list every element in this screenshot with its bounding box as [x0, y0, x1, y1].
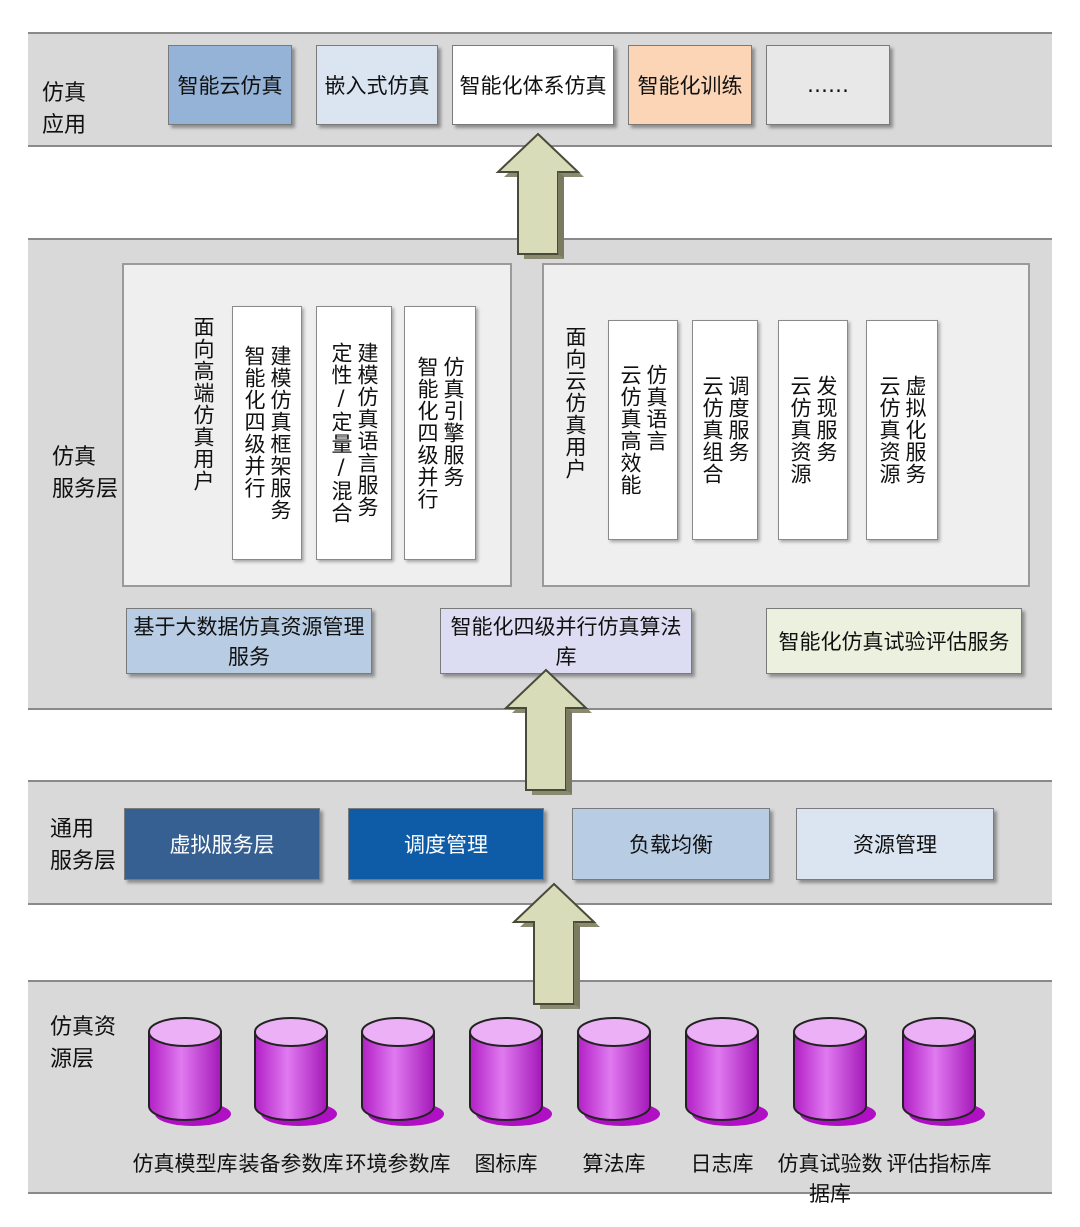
hpc-panel-title: 面向高端仿真用户: [191, 316, 215, 492]
database-label: 日志库: [690, 1152, 754, 1176]
up-arrow-icon: [495, 132, 584, 259]
load-balancing-box: 负载均衡: [572, 808, 770, 880]
cloud-column-language: 仿真语言 云仿真高效能: [608, 320, 678, 540]
general-layer-label: 通用 服务层: [50, 817, 117, 874]
database-cylinder-icon: [148, 1017, 231, 1126]
evaluation-service-box: 智能化仿真试验评估服务: [766, 608, 1022, 674]
virtual-service-layer-box: 虚拟服务层: [124, 808, 320, 880]
up-arrow-icon: [503, 668, 592, 795]
scheduling-management-box: 调度管理: [348, 808, 544, 880]
cloud-panel-title: 面向云仿真用户: [563, 326, 587, 480]
up-arrow-icon: [511, 882, 600, 1009]
app-box-smart-cloud: 智能云仿真: [168, 45, 292, 125]
database-cylinder-icon: [361, 1017, 444, 1126]
database-cylinder-icon: [685, 1017, 768, 1126]
database-label: 评估指标库: [886, 1152, 992, 1176]
hpc-column-engine: 仿真引擎服务 智能化四级并行: [404, 306, 476, 560]
database-cylinder-icon: [469, 1017, 552, 1126]
database-label: 仿真试验数据库: [777, 1152, 883, 1206]
cloud-column-virtualization: 虚拟化服务 云仿真资源: [866, 320, 938, 540]
app-layer-label: 仿真 应用: [42, 81, 87, 138]
database-label: 算法库: [582, 1152, 646, 1176]
cloud-column-scheduling: 调度服务 云仿真组合: [692, 320, 758, 540]
database-cylinder-icon: [793, 1017, 876, 1126]
cloud-column-discovery: 发现服务 云仿真资源: [778, 320, 848, 540]
resource-management-box: 资源管理: [796, 808, 994, 880]
resource-layer-label: 仿真资 源层: [50, 1015, 117, 1072]
service-layer-label: 仿真 服务层: [52, 445, 119, 502]
app-box-training: 智能化训练: [628, 45, 752, 125]
hpc-column-language: 建模仿真语言服务 定性/定量/混合: [316, 306, 392, 560]
database-label: 环境参数库: [345, 1152, 451, 1176]
database-cylinder-icon: [577, 1017, 660, 1126]
parallel-algorithm-library-box: 智能化四级并行仿真算法库: [440, 608, 692, 674]
app-box-embedded: 嵌入式仿真: [316, 45, 438, 125]
bigdata-resource-service-box: 基于大数据仿真资源管理服务: [126, 608, 372, 674]
database-label: 装备参数库: [238, 1152, 344, 1176]
database-cylinder-icon: [902, 1017, 985, 1126]
database-label: 仿真模型库: [132, 1152, 238, 1176]
app-box-more: ……: [766, 45, 890, 125]
app-box-system-sim: 智能化体系仿真: [452, 45, 614, 125]
database-label: 图标库: [474, 1152, 538, 1176]
hpc-column-framework: 建模仿真框架服务 智能化四级并行: [232, 306, 302, 560]
database-cylinder-icon: [254, 1017, 337, 1126]
